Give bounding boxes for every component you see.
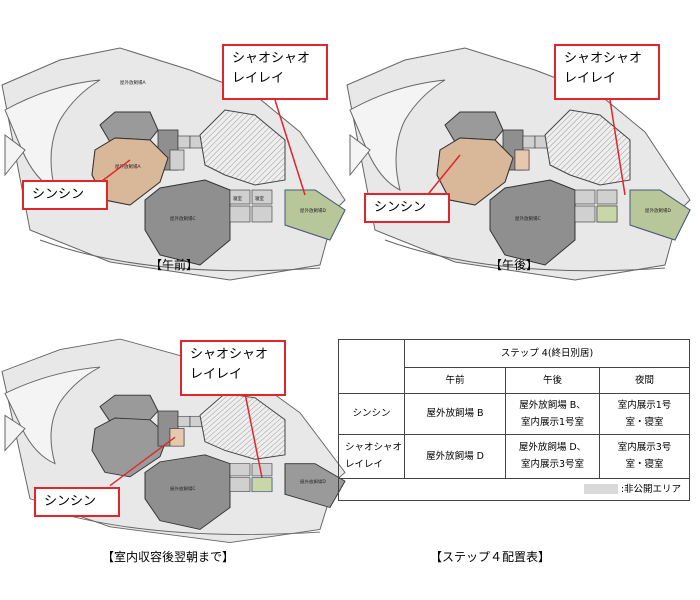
caption-afternoon: 【午後】 — [490, 258, 539, 272]
callout-text: シンシン — [44, 494, 97, 509]
callout-line-2: レイレイ — [232, 71, 285, 86]
map-afternoon-svg: 屋外放飼場C 屋外放飼場D — [346, 47, 691, 281]
legend-text: :非公開エリア — [620, 483, 682, 495]
table-header: ステップ 4(終日別居) — [403, 338, 691, 369]
callout-line-2: レイレイ — [190, 367, 243, 382]
caption-morning: 【午前】 — [150, 258, 199, 272]
cell-night: 室内展示1号室・寝室 — [598, 393, 691, 435]
label-bedroom-2: 寝室 — [255, 195, 264, 202]
cell-pm: 屋外放飼場 D、室内展示3号室 — [505, 433, 600, 479]
label-outdoor-d: 屋外放飼場D — [300, 207, 326, 214]
row-name: シンシン — [338, 393, 405, 435]
map-night-svg: 屋外放飼場C 屋外放飼場D — [1, 338, 346, 544]
label-outdoor-d: 屋外放飼場D — [645, 207, 671, 214]
callout-shin-morning: シンシン — [22, 180, 108, 210]
callout-xiao-lei-morning: シャオシャオ レイレイ — [222, 44, 328, 100]
caption-table: 【ステップ４配置表】 — [430, 550, 551, 564]
callout-text: シンシン — [32, 187, 85, 202]
row-name: シャオシャオレイレイ — [338, 433, 405, 479]
label-bedroom: 寝室 — [233, 195, 242, 202]
label-outdoor-c: 屋外放飼場C — [515, 215, 541, 222]
table-corner — [338, 338, 405, 395]
callout-xiao-lei-night: シャオシャオ レイレイ — [180, 340, 286, 396]
col-header-am: 午前 — [404, 367, 506, 395]
callout-xiao-lei-afternoon: シャオシャオ レイレイ — [554, 44, 660, 100]
table-legend: :非公開エリア — [337, 477, 691, 502]
col-header-pm: 午後 — [505, 367, 600, 395]
label-outdoor-d: 屋外放飼場D — [300, 478, 326, 485]
callout-line-1: シャオシャオ — [232, 51, 311, 66]
legend-swatch — [583, 484, 618, 495]
cell-pm: 屋外放飼場 B、室内展示1号室 — [505, 393, 600, 435]
cell-am: 屋外放飼場 D — [404, 433, 506, 479]
callout-shin-night: シンシン — [34, 487, 120, 517]
cell-am: 屋外放飼場 B — [404, 393, 506, 435]
callout-line-1: シャオシャオ — [564, 51, 643, 66]
map-night: 屋外放飼場C 屋外放飼場D — [0, 332, 350, 547]
label-outdoor-c: 屋外放飼場C — [170, 485, 196, 492]
callout-line-1: シャオシャオ — [190, 347, 269, 362]
schedule-table: ステップ 4(終日別居) 午前 午後 夜間 シンシン 屋外放飼場 B 屋外放飼場… — [337, 338, 691, 502]
label-outdoor-c: 屋外放飼場C — [170, 215, 196, 222]
table-row: シンシン 屋外放飼場 B 屋外放飼場 B、室内展示1号室 室内展示1号室・寝室 — [338, 393, 691, 435]
label-outdoor-b: 屋外放飼場A — [115, 163, 141, 170]
map-morning-svg: 屋外放飼場A 屋外放飼場A 屋外放飼場C 屋外放飼場D 寝室 寝室 — [1, 47, 346, 281]
label-outdoor-a: 屋外放飼場A — [120, 79, 146, 86]
callout-text: シンシン — [374, 200, 427, 215]
col-header-night: 夜間 — [598, 367, 691, 395]
callout-line-2: レイレイ — [564, 71, 617, 86]
map-afternoon: 屋外放飼場C 屋外放飼場D — [345, 40, 695, 285]
caption-night: 【室内収容後翌朝まで】 — [102, 550, 235, 564]
map-morning: 屋外放飼場A 屋外放飼場A 屋外放飼場C 屋外放飼場D 寝室 寝室 — [0, 40, 350, 285]
table-row: シャオシャオレイレイ 屋外放飼場 D 屋外放飼場 D、室内展示3号室 室内展示3… — [338, 433, 691, 479]
cell-night: 室内展示3号室・寝室 — [598, 433, 691, 479]
callout-shin-afternoon: シンシン — [364, 193, 450, 223]
